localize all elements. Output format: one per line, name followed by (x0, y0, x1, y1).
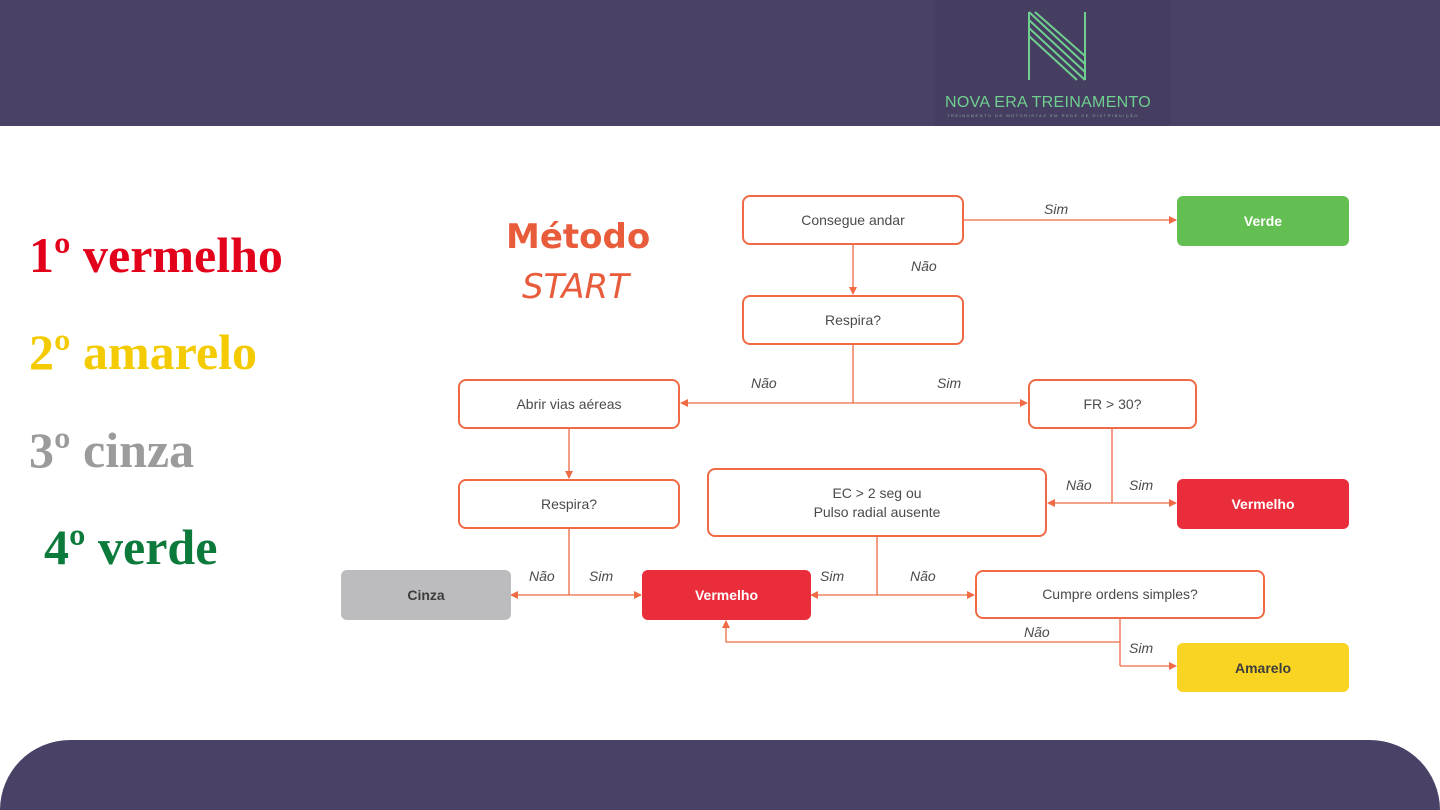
node-respira-2: Respira? (458, 479, 680, 529)
legend-item-vermelho: 1º vermelho (29, 227, 283, 283)
legend-item-amarelo: 2º amarelo (29, 324, 258, 380)
diagram-title-start: START (522, 267, 629, 307)
node-ec: EC > 2 seg ou Pulso radial ausente (707, 468, 1047, 537)
legend-item-cinza: 3º cinza (29, 422, 195, 478)
label-nao-ec: Não (910, 568, 936, 584)
label-nao-respira: Não (751, 375, 777, 391)
label-sim-andar: Sim (1044, 201, 1069, 217)
header-bar: NOVA ERA TREINAMENTO TREINAMENTO DE MOTO… (0, 0, 1440, 126)
label-sim-respira2: Sim (589, 568, 614, 584)
logo-tagline: TREINAMENTO DE MOTORISTAS EM REDE DE DIS… (947, 113, 1139, 118)
label-nao-andar: Não (911, 258, 937, 274)
node-abrir-vias: Abrir vias aéreas (458, 379, 680, 429)
company-logo: NOVA ERA TREINAMENTO TREINAMENTO DE MOTO… (935, 0, 1171, 126)
connector-cumpre-vermelho (722, 620, 1120, 643)
logo-n-icon (1028, 11, 1086, 81)
result-verde: Verde (1177, 196, 1349, 246)
label-sim-ec: Sim (820, 568, 845, 584)
logo-name: NOVA ERA TREINAMENTO (945, 94, 1152, 111)
label-nao-respira2: Não (529, 568, 555, 584)
result-vermelho-2: Vermelho (642, 570, 811, 620)
node-ec-line1: EC > 2 seg ou (832, 484, 922, 501)
label-nao-fr30: Não (1066, 477, 1092, 493)
node-fr30: FR > 30? (1028, 379, 1197, 429)
footer-bar (0, 740, 1440, 810)
label-sim-cumpre: Sim (1129, 640, 1154, 656)
node-cumpre-ordens: Cumpre ordens simples? (975, 570, 1265, 619)
label-sim-respira: Sim (937, 375, 962, 391)
result-cinza: Cinza (341, 570, 511, 620)
diagram-title-metodo: Método (506, 217, 651, 257)
label-sim-fr30: Sim (1129, 477, 1154, 493)
result-vermelho-1: Vermelho (1177, 479, 1349, 529)
node-consegue-andar: Consegue andar (742, 195, 964, 245)
legend-item-verde: 4º verde (44, 519, 218, 575)
node-ec-line2: Pulso radial ausente (813, 503, 941, 520)
node-respira-1: Respira? (742, 295, 964, 345)
result-amarelo: Amarelo (1177, 643, 1349, 692)
label-nao-cumpre: Não (1024, 624, 1050, 640)
